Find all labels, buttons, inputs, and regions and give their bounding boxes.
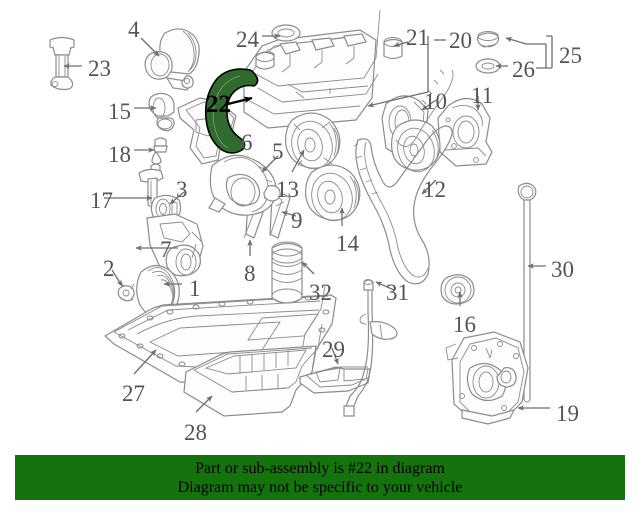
callout-14: 14 — [336, 231, 359, 256]
part-11-shape — [437, 97, 493, 167]
banner-line-2: Diagram may not be specific to your vehi… — [177, 478, 463, 496]
part-24-shape — [271, 24, 301, 42]
callout-20: 20 — [449, 28, 472, 53]
part-16-shape — [440, 274, 475, 305]
sprocket-right-shape — [391, 119, 441, 173]
callout-11: 11 — [471, 83, 494, 108]
part-15-shape — [148, 92, 175, 132]
callout-15: 15 — [108, 99, 131, 124]
callout-21: 21 — [406, 25, 429, 50]
callout-19: 19 — [556, 401, 579, 426]
callout-8: 8 — [244, 261, 256, 286]
callout-27: 27 — [122, 381, 145, 406]
part-7-shape — [146, 213, 204, 277]
callout-18: 18 — [108, 142, 131, 167]
part-32-shape — [271, 241, 303, 304]
part-5-shape — [208, 154, 281, 216]
callout-16: 16 — [453, 312, 476, 337]
part-20-shape — [477, 31, 500, 48]
callout-22: 22 — [206, 91, 231, 118]
callout-5: 5 — [272, 139, 284, 164]
callout-25: 25 — [559, 43, 582, 68]
callout-2: 2 — [103, 256, 115, 281]
part-14-shape — [305, 164, 361, 222]
callout-24: 24 — [236, 27, 259, 52]
part-12-shape — [353, 69, 454, 285]
callout-28: 28 — [184, 420, 207, 445]
callout-32: 32 — [309, 280, 332, 305]
valve-cover-shape — [243, 9, 381, 129]
part-21-shape — [383, 37, 403, 60]
callout-23: 23 — [88, 56, 111, 81]
part-31-shape — [343, 279, 398, 417]
part-22-highlight-shape — [204, 68, 259, 154]
part-19-shape — [445, 331, 529, 425]
callout-26: 26 — [512, 57, 535, 82]
callout-17: 17 — [90, 188, 113, 213]
callout-10: 10 — [424, 89, 447, 114]
callout-31: 31 — [386, 280, 409, 305]
callout-9: 9 — [291, 208, 303, 233]
part-29-shape — [299, 366, 371, 394]
callout-6: 6 — [241, 130, 253, 155]
callout-3: 3 — [176, 177, 188, 202]
callout-4: 4 — [128, 17, 140, 42]
part-28-shape — [183, 323, 323, 417]
part-18-shape — [151, 137, 168, 165]
part-notice-banner: Part or sub-assembly is #22 in diagram D… — [15, 455, 625, 500]
callout-13: 13 — [276, 177, 299, 202]
part-9-shape — [275, 201, 285, 207]
callout-7: 7 — [160, 237, 172, 262]
leader-lines — [63, 33, 553, 413]
callout-29: 29 — [322, 337, 345, 362]
callout-12: 12 — [423, 177, 446, 202]
callout-30: 30 — [551, 257, 574, 282]
part-4-shape — [144, 28, 200, 91]
banner-line-1: Part or sub-assembly is #22 in diagram — [195, 459, 445, 477]
callout-1: 1 — [189, 276, 201, 301]
part-23-shape — [49, 36, 75, 91]
